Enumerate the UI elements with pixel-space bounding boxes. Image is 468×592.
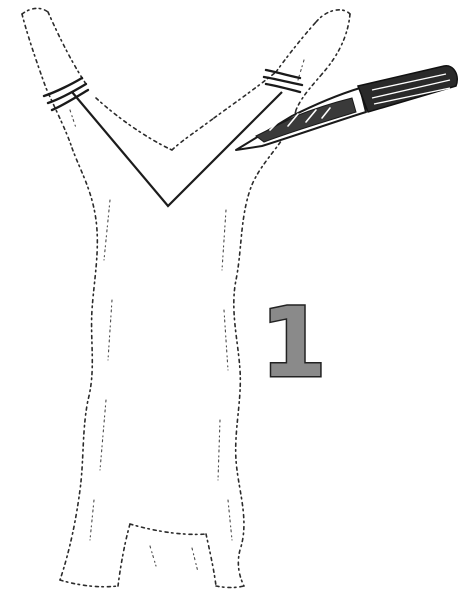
knife-handle (358, 66, 457, 112)
twine-left (44, 78, 88, 110)
step-number: 1 (260, 287, 327, 399)
twine-right (264, 70, 302, 92)
